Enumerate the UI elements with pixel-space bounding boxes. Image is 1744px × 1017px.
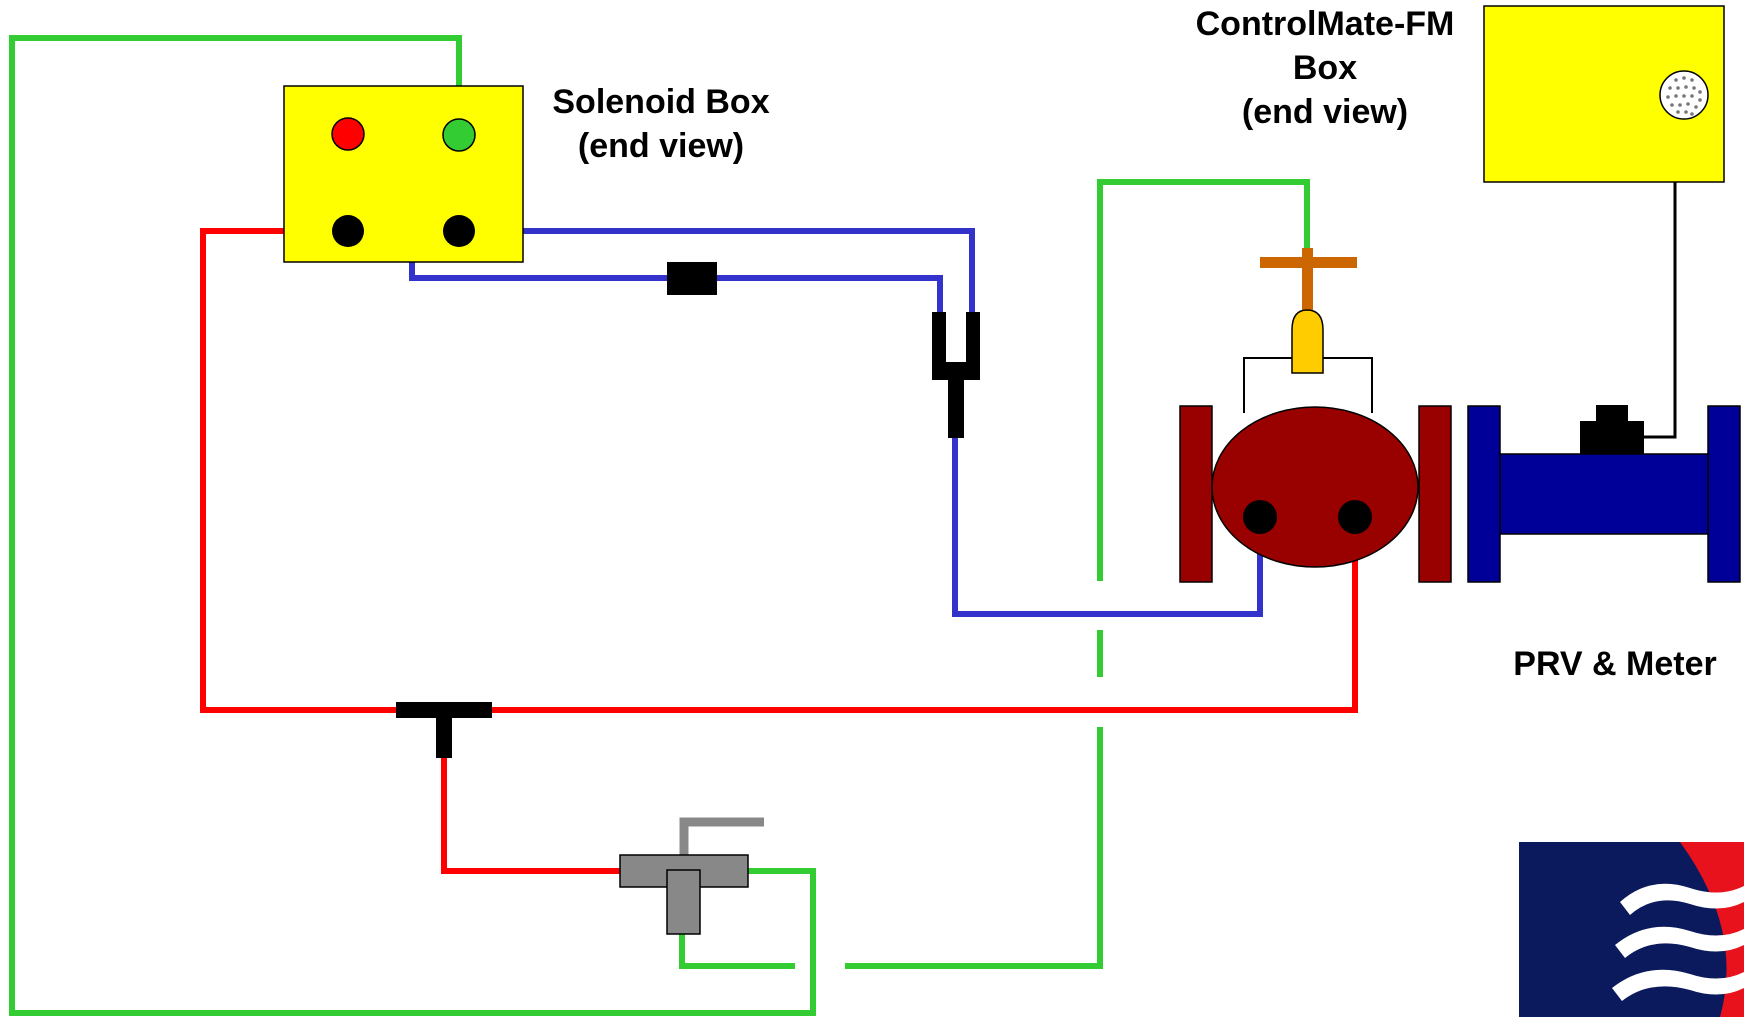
meter-flange-right xyxy=(1707,405,1741,583)
controlmate-box xyxy=(1483,5,1725,183)
solenoid-box xyxy=(283,85,524,263)
solenoid-box-label: Solenoid Box (end view) xyxy=(530,80,792,168)
green-tubing xyxy=(9,35,1310,1016)
logo-wave-2 xyxy=(1615,926,1744,958)
valve-body xyxy=(1211,406,1419,568)
solenoid-port-green xyxy=(442,118,476,152)
logo-red-swoosh xyxy=(1680,842,1744,1017)
controlmate-box-label-line1: ControlMate-FM xyxy=(1195,5,1455,43)
logo-wave-3 xyxy=(1612,969,1744,1001)
ball-valve xyxy=(619,817,764,935)
blue-line-solenoid-black-to-y xyxy=(456,228,975,315)
meter-body xyxy=(1499,453,1709,535)
valve-flange-left xyxy=(1179,405,1213,583)
logo-wave-1 xyxy=(1620,883,1744,915)
handwheel-stem xyxy=(1302,248,1313,310)
meter-register xyxy=(1580,421,1644,454)
ball-valve-handle xyxy=(679,817,764,855)
meter-flange-left xyxy=(1467,405,1501,583)
valve-port-left xyxy=(1243,500,1277,534)
company-logo xyxy=(1519,842,1744,1017)
solenoid-box-body xyxy=(283,85,524,263)
meter-signal-cable xyxy=(1644,95,1677,439)
prv-meter-label: PRV & Meter xyxy=(1513,645,1717,683)
green-line-ball-valve-outlet xyxy=(679,931,795,969)
green-line-outer-loop xyxy=(9,35,816,1016)
tee-fitting xyxy=(396,702,492,758)
controlmate-box-label-line3: (end view) xyxy=(1241,93,1409,131)
solenoid-port-red xyxy=(331,117,365,151)
green-line-pilot-supply xyxy=(1097,179,1310,581)
valve-flange-right xyxy=(1418,405,1452,583)
red-line-tee-to-valve xyxy=(487,535,1358,713)
valve-port-right xyxy=(1338,500,1372,534)
pilot-body xyxy=(1291,309,1324,374)
inline-filter xyxy=(667,262,717,295)
prv-valve xyxy=(1179,248,1452,583)
controlmate-box-label: ControlMate-FM Box (end view) xyxy=(1160,2,1490,134)
blue-line-y-to-valve xyxy=(952,433,1263,617)
flow-meter xyxy=(1467,95,1741,583)
y-fitting xyxy=(932,312,980,438)
solenoid-port-black-right xyxy=(443,215,475,247)
green-line-return xyxy=(845,727,1103,969)
solenoid-box-label-line2: (end view) xyxy=(577,127,745,165)
ball-valve-stem xyxy=(666,869,701,935)
meter-register-cap xyxy=(1596,405,1628,423)
connector-pins xyxy=(1666,76,1702,116)
solenoid-port-black-left xyxy=(332,215,364,247)
red-line-tee-to-ball-valve xyxy=(441,752,623,874)
controlmate-box-label-line2: Box xyxy=(1292,49,1358,87)
red-tubing xyxy=(200,228,1358,874)
solenoid-box-label-line1: Solenoid Box xyxy=(552,83,770,121)
red-line-solenoid-to-tee xyxy=(200,228,401,713)
